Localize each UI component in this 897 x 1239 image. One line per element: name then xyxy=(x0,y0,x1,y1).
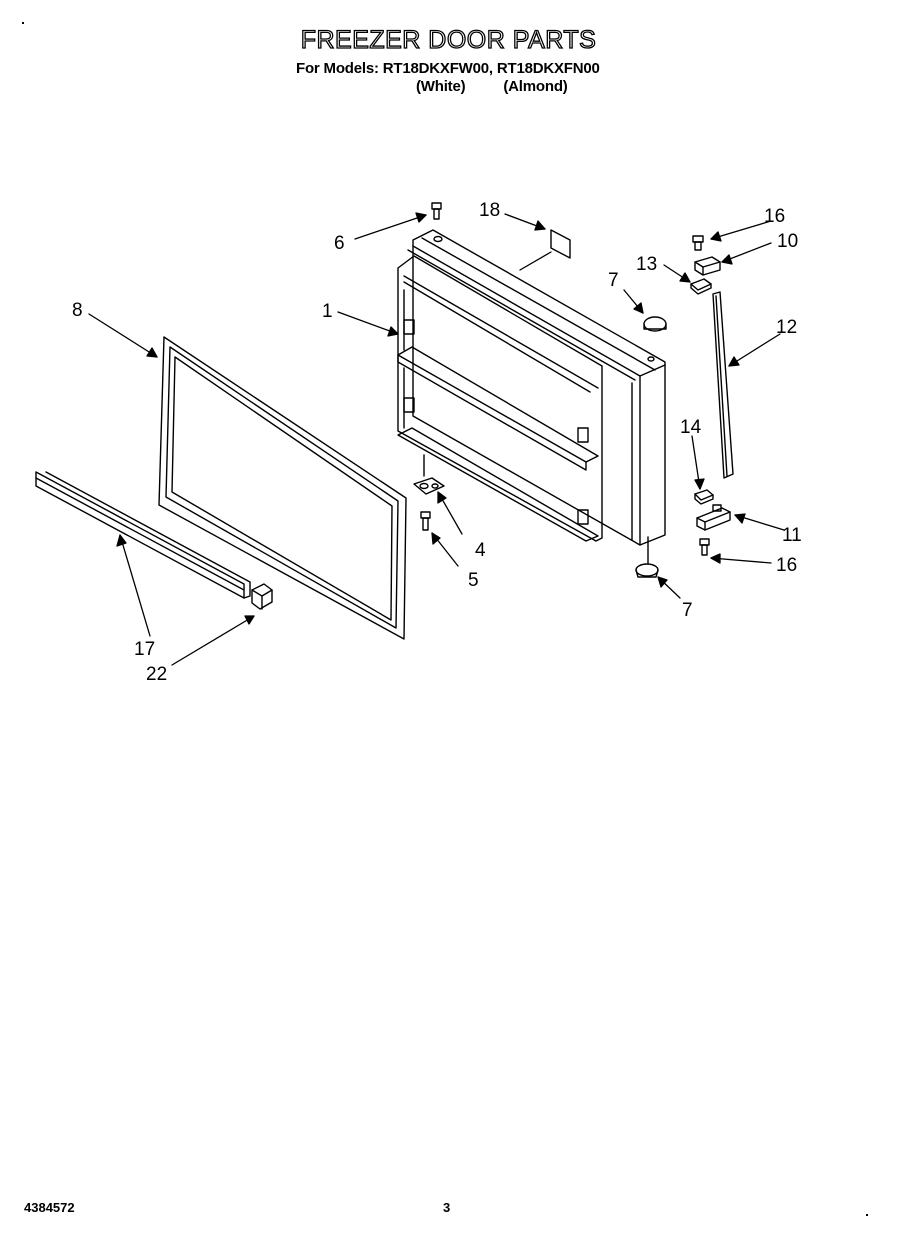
callout-7-bottom: 7 xyxy=(682,600,693,621)
callout-5: 5 xyxy=(468,570,479,591)
door-gasket xyxy=(158,336,407,640)
callout-1: 1 xyxy=(322,301,333,322)
handle-spacer-top xyxy=(690,278,712,295)
callout-10: 10 xyxy=(777,231,798,252)
plug-button-top xyxy=(643,316,667,332)
callout-22: 22 xyxy=(146,664,167,685)
corner-mark-bottom xyxy=(866,1214,868,1216)
door-stop-screw-lower xyxy=(420,511,431,531)
door-handle xyxy=(712,291,734,479)
model-variants: (White) (Almond) xyxy=(416,78,568,95)
hinge-screw-top xyxy=(692,235,704,251)
door-stop xyxy=(413,454,445,495)
hinge-screw-bottom xyxy=(699,538,710,556)
handle-spacer-bottom xyxy=(694,489,714,505)
corner-mark-top xyxy=(22,22,24,24)
hinge-bushing-bottom xyxy=(635,536,659,578)
handle-mount-top xyxy=(694,256,721,276)
door-assembly xyxy=(397,229,666,546)
document-number: 4384572 xyxy=(24,1200,75,1215)
models-line: For Models: RT18DKXFW00, RT18DKXFN00 xyxy=(296,60,600,77)
callout-16-bottom: 16 xyxy=(776,555,797,576)
handle-mount-bottom xyxy=(696,504,731,531)
door-label xyxy=(550,229,571,259)
callout-4: 4 xyxy=(475,540,486,561)
callout-6: 6 xyxy=(334,233,345,254)
page-title: FREEZER DOOR PARTS xyxy=(300,25,597,54)
leader-lines xyxy=(88,212,785,666)
callout-16-top: 16 xyxy=(764,206,785,227)
callout-8: 8 xyxy=(72,300,83,321)
breaker-strip xyxy=(35,471,251,599)
callout-14: 14 xyxy=(680,417,702,438)
variant-white: (White) xyxy=(416,78,466,95)
callout-7-top: 7 xyxy=(608,270,619,291)
callout-numbers: 1 4 5 6 7 7 8 10 11 12 13 14 16 16 17 18… xyxy=(72,200,802,685)
callout-13: 13 xyxy=(636,254,657,275)
callout-18: 18 xyxy=(479,200,500,221)
callout-12: 12 xyxy=(776,317,797,338)
variant-almond: (Almond) xyxy=(503,78,568,95)
strip-end-cap xyxy=(251,583,273,610)
callout-17: 17 xyxy=(134,639,155,660)
page-number: 3 xyxy=(443,1200,451,1215)
callout-11: 11 xyxy=(782,525,802,546)
door-stop-screw xyxy=(431,202,442,220)
